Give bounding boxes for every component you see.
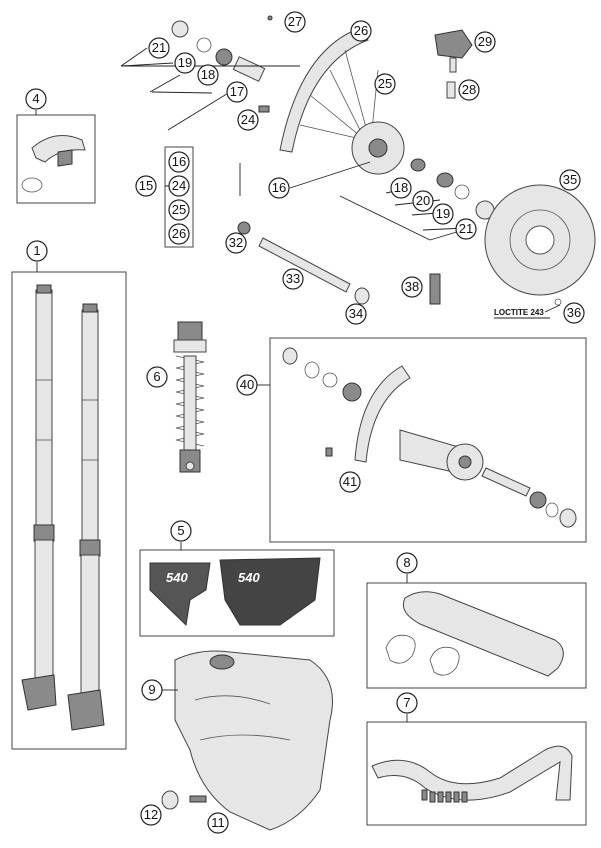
callout-8: 8 (396, 552, 418, 574)
callout-16b: 16 (268, 177, 290, 199)
callout-41-number: 41 (343, 474, 357, 489)
callout-18a-number: 18 (201, 67, 215, 82)
callout-32: 32 (225, 232, 247, 254)
header-pipe-part (371, 745, 573, 803)
callout-27: 27 (284, 11, 306, 33)
callout-19b: 19 (432, 203, 454, 225)
callout-18a: 18 (197, 64, 219, 86)
callout-26a-number: 26 (172, 226, 186, 241)
callout-12-number: 12 (144, 807, 158, 822)
callout-28-number: 28 (462, 82, 476, 97)
callout-24a-number: 24 (172, 178, 186, 193)
callout-19a: 19 (174, 52, 196, 74)
callout-24b-number: 24 (241, 112, 255, 127)
callout-24b: 24 (237, 109, 259, 131)
group-box-4 (16, 114, 96, 204)
callout-20-number: 20 (416, 193, 430, 208)
callout-7-number: 7 (403, 695, 410, 710)
callout-35: 35 (559, 169, 581, 191)
callout-29: 29 (474, 31, 496, 53)
callout-34-number: 34 (349, 306, 363, 321)
callout-24a: 24 (168, 175, 190, 197)
callout-7: 7 (396, 692, 418, 714)
callout-16a: 16 (168, 151, 190, 173)
shock-absorber-part (173, 321, 207, 473)
callout-4-number: 4 (32, 91, 39, 106)
callout-34: 34 (345, 303, 367, 325)
callout-40: 40 (236, 374, 258, 396)
callout-25a: 25 (168, 199, 190, 221)
callout-18b: 18 (390, 177, 412, 199)
group-box-5 (139, 549, 335, 637)
callout-25b-number: 25 (378, 76, 392, 91)
axle-part (237, 221, 562, 306)
callout-8-number: 8 (403, 555, 410, 570)
callout-33: 33 (282, 268, 304, 290)
callout-27-number: 27 (288, 14, 302, 29)
callout-41: 41 (339, 471, 361, 493)
callout-11-number: 11 (211, 815, 225, 830)
callout-19a-number: 19 (178, 55, 192, 70)
fuel-tank-part (161, 650, 333, 831)
group-box-7 (366, 721, 587, 826)
callout-5-number: 5 (177, 523, 184, 538)
callout-12: 12 (140, 804, 162, 826)
callout-33-number: 33 (286, 271, 300, 286)
callout-9-number: 9 (148, 682, 155, 697)
callout-26b: 26 (350, 20, 372, 42)
callout-16a-number: 16 (172, 154, 186, 169)
front-wheel-part (171, 15, 495, 220)
callout-21a: 21 (148, 37, 170, 59)
callout-38: 38 (401, 276, 423, 298)
callout-21b: 21 (455, 218, 477, 240)
callout-25b: 25 (374, 73, 396, 95)
loctite-label: LOCTITE 243 (494, 308, 544, 317)
decal-set-part: 540 540 (149, 557, 321, 627)
callout-9: 9 (141, 679, 163, 701)
callout-5: 5 (170, 520, 192, 542)
group-box-8 (366, 582, 587, 689)
fork-guard-part (21, 135, 86, 193)
valve-part (434, 29, 473, 99)
group-box-15 (164, 146, 194, 248)
callout-36-number: 36 (567, 305, 581, 320)
callout-4: 4 (25, 88, 47, 110)
callout-25a-number: 25 (172, 202, 186, 217)
brake-disc-part (484, 184, 596, 296)
decal-number-left: 540 (166, 570, 188, 585)
callout-1: 1 (26, 240, 48, 262)
callout-32-number: 32 (229, 235, 243, 250)
group-box-1 (11, 271, 127, 750)
callout-21a-number: 21 (152, 40, 166, 55)
callout-6-number: 6 (153, 369, 160, 384)
group-box-40 (269, 337, 587, 543)
callout-16b-number: 16 (272, 180, 286, 195)
callout-18b-number: 18 (394, 180, 408, 195)
callout-40-number: 40 (240, 377, 254, 392)
callout-17-number: 17 (230, 84, 244, 99)
callout-1-number: 1 (33, 243, 40, 258)
callout-38-number: 38 (405, 279, 419, 294)
callout-17: 17 (226, 81, 248, 103)
callout-6: 6 (146, 366, 168, 388)
callout-29-number: 29 (478, 34, 492, 49)
callout-11: 11 (207, 812, 229, 834)
callout-20: 20 (412, 190, 434, 212)
decal-number-right: 540 (238, 570, 260, 585)
callout-36: 36 (563, 302, 585, 324)
callout-26b-number: 26 (354, 23, 368, 38)
callout-26a: 26 (168, 223, 190, 245)
callout-15: 15 (135, 175, 157, 197)
callout-35-number: 35 (563, 172, 577, 187)
callout-15-number: 15 (139, 178, 153, 193)
callout-21b-number: 21 (459, 221, 473, 236)
callout-28: 28 (458, 79, 480, 101)
silencer-part (385, 591, 564, 677)
rear-wheel-part (282, 347, 577, 528)
callout-19b-number: 19 (436, 206, 450, 221)
fork-legs-part (21, 284, 105, 731)
